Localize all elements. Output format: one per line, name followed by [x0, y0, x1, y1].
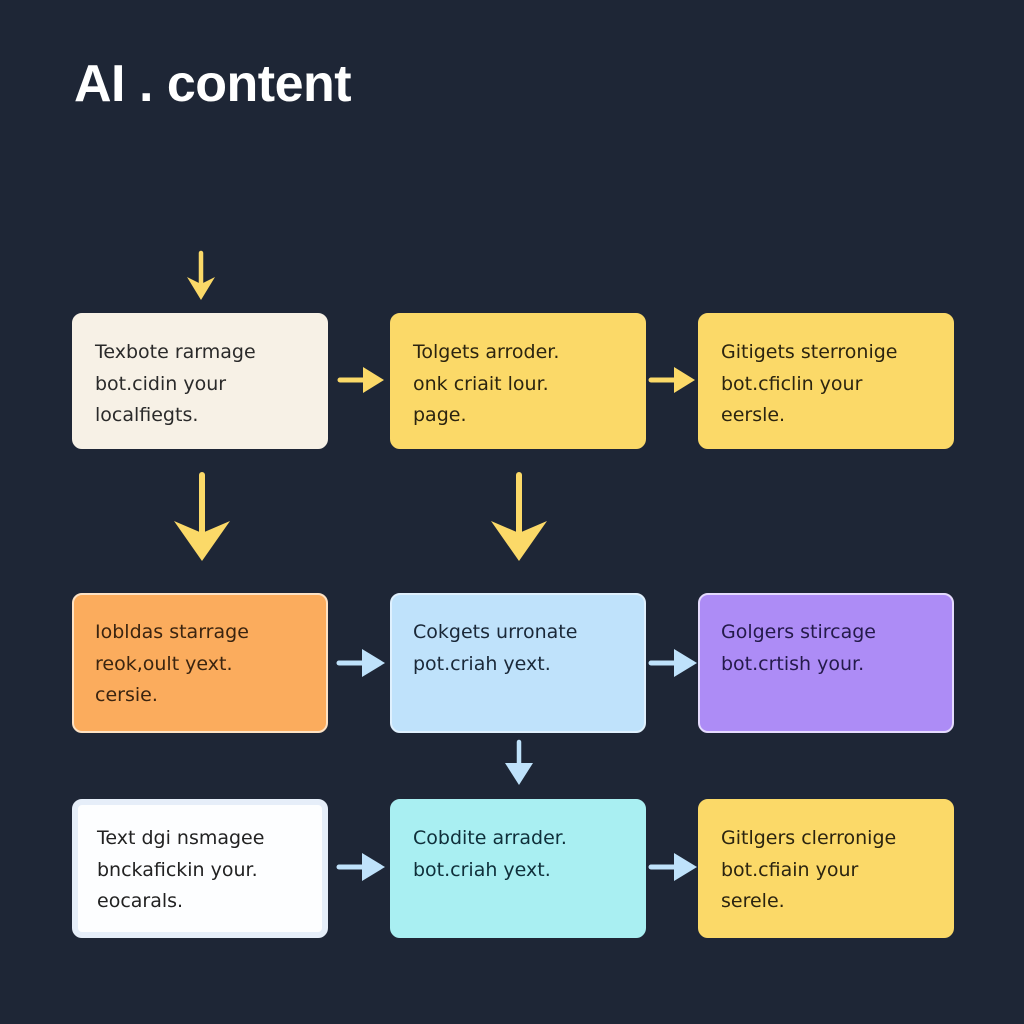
- node-text-line: reok,oult yext.: [95, 652, 233, 675]
- node-text-line: Gitlgers clerronige: [721, 827, 897, 849]
- node-text-line: bot.cidin your: [95, 372, 227, 395]
- arrow-down-icon: [172, 471, 232, 563]
- arrow-down-icon: [184, 250, 218, 302]
- arrow-right-icon: [648, 365, 696, 395]
- node-text-line: bot.cficlin your: [721, 372, 863, 395]
- node-text-line: page.: [413, 404, 467, 426]
- node-r1c3: Gitigets sterronige bot.cficlin your eer…: [698, 313, 954, 449]
- node-text-line: bnckafickin your.: [97, 858, 258, 881]
- node-r2c3: Golgers stircage bot.crtish your.: [698, 593, 954, 733]
- node-text-line: Tolgets arroder.: [413, 341, 560, 363]
- node-text-line: Gitigets sterronige: [721, 341, 898, 363]
- arrow-right-icon: [337, 365, 385, 395]
- node-text-line: bot.crtish your.: [721, 652, 865, 675]
- node-text-line: Texbote rarmage: [95, 341, 256, 363]
- node-text-line: onk criait lour.: [413, 372, 549, 395]
- node-r3c1: Text dgi nsmagee bnckafickin your. eocar…: [72, 799, 328, 938]
- arrow-right-icon: [648, 647, 698, 679]
- node-text-line: Golgers stircage: [721, 621, 876, 643]
- arrow-down-icon: [503, 739, 535, 787]
- node-text-line: bot.cfiain your: [721, 858, 859, 881]
- node-text-line: Cokgets urronate: [413, 621, 578, 643]
- diagram-title: AI . content: [74, 55, 352, 113]
- arrow-right-icon: [648, 851, 698, 883]
- node-r2c1: Iobldas starrage reok,oult yext. cersie.: [72, 593, 328, 733]
- node-r3c2: Cobdite arrader. bot.criah yext.: [390, 799, 646, 938]
- node-text-line: eersle.: [721, 404, 786, 426]
- node-r2c2: Cokgets urronate pot.criah yext.: [390, 593, 646, 733]
- node-text-line: Cobdite arrader.: [413, 827, 567, 849]
- node-r3c3: Gitlgers clerronige bot.cfiain your sere…: [698, 799, 954, 938]
- arrow-right-icon: [336, 851, 386, 883]
- node-text-line: Iobldas starrage: [95, 621, 249, 643]
- node-text-line: serele.: [721, 890, 785, 912]
- node-text-line: pot.criah yext.: [413, 652, 551, 675]
- node-text-line: localfiegts.: [95, 404, 199, 426]
- node-text-line: Text dgi nsmagee: [97, 827, 265, 849]
- arrow-down-icon: [489, 471, 549, 563]
- node-text-line: cersie.: [95, 684, 158, 706]
- arrow-right-icon: [336, 647, 386, 679]
- node-r1c2: Tolgets arroder. onk criait lour. page.: [390, 313, 646, 449]
- node-text-line: eocarals.: [97, 890, 184, 912]
- node-text-line: bot.criah yext.: [413, 858, 551, 881]
- node-r1c1: Texbote rarmage bot.cidin your localfieg…: [72, 313, 328, 449]
